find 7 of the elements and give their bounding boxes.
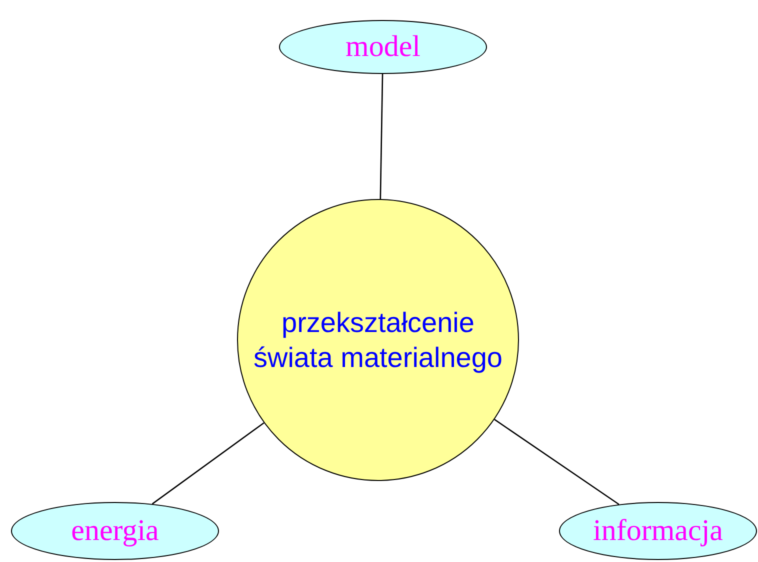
node-label: przekształcenie świata materialnego xyxy=(253,306,503,375)
connector-line xyxy=(494,418,620,505)
connector-line xyxy=(380,74,384,200)
node-label: model xyxy=(346,30,420,64)
node-label: informacja xyxy=(593,514,723,548)
connector-line xyxy=(152,422,264,504)
node-label: energia xyxy=(71,514,159,548)
